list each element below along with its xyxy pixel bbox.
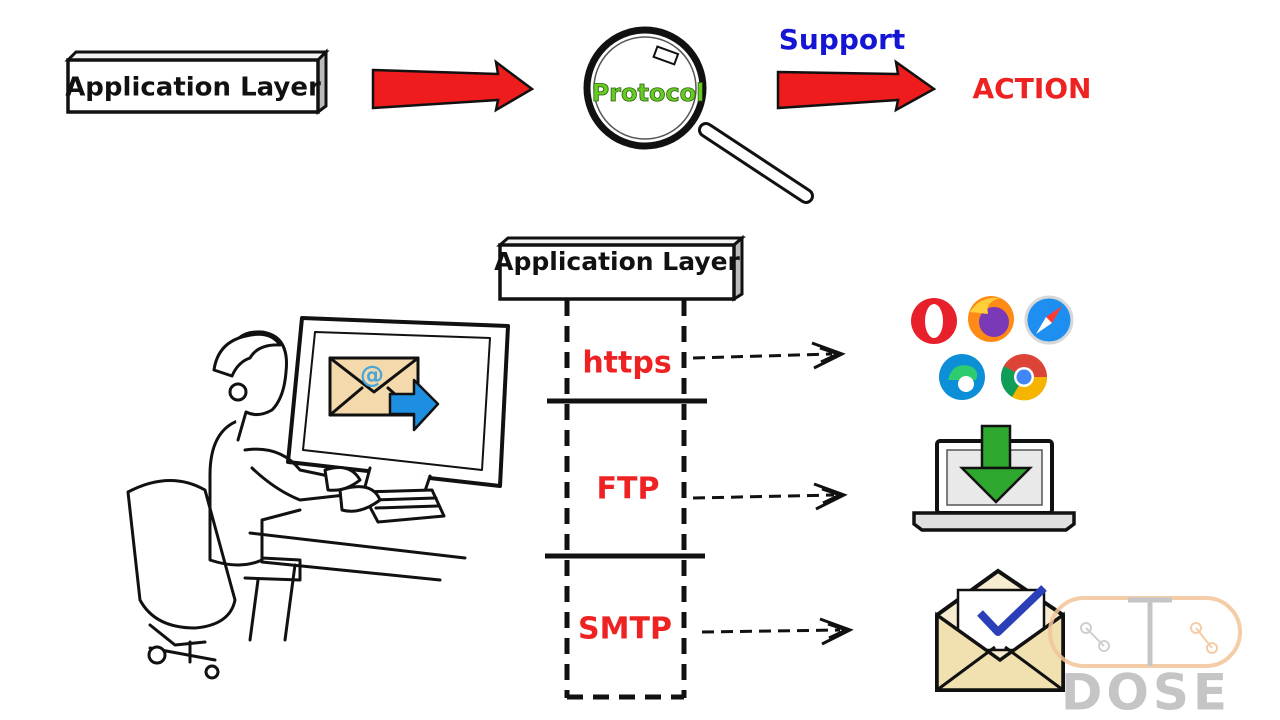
protocol-ftp: FTP <box>597 472 660 507</box>
protocol-https: https <box>582 346 671 381</box>
at-symbol: @ <box>360 361 384 389</box>
dashed-arrow-ftp <box>692 482 848 511</box>
protocol-smtp: SMTP <box>578 612 672 647</box>
firefox-icon <box>968 296 1014 342</box>
safari-icon <box>1024 295 1074 345</box>
app-layer-box-stack: Application Layer <box>494 234 746 302</box>
email-on-screen-icon: @ <box>328 356 440 432</box>
app-layer-box-top: Application Layer <box>64 48 330 115</box>
dashed-arrow-smtp <box>701 617 854 646</box>
envelope-check-icon <box>935 568 1065 692</box>
support-label: Support <box>779 23 906 56</box>
red-arrow-2 <box>776 59 937 113</box>
download-laptop-icon <box>912 424 1076 532</box>
dashed-arrow-https <box>692 341 846 370</box>
action-label: ACTION <box>973 72 1092 105</box>
dose-watermark: DOSE <box>1048 596 1242 720</box>
protocol-label: Protocol <box>592 79 705 107</box>
red-arrow-1 <box>371 59 535 113</box>
opera-icon <box>911 298 957 344</box>
edge-icon <box>939 354 985 400</box>
download-icon <box>958 424 1034 504</box>
watermark-text: DOSE <box>1061 664 1231 720</box>
app-layer-label-top: Application Layer <box>65 73 321 103</box>
magnifier-icon: Protocol <box>583 26 814 204</box>
app-layer-label-stack: Application Layer <box>494 247 740 276</box>
chrome-icon <box>1000 354 1048 401</box>
person-at-computer-illustration: @ <box>126 316 510 680</box>
protocol-stack <box>545 300 707 700</box>
